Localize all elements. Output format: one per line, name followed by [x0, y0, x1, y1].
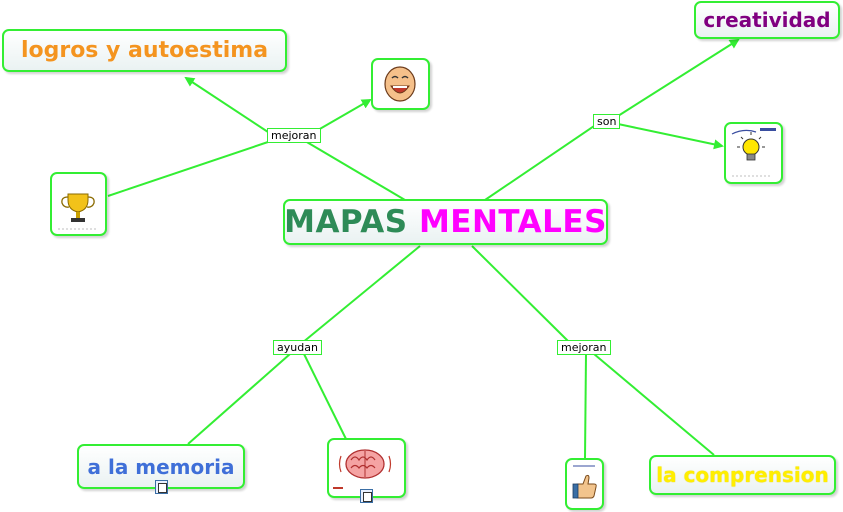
central-topic[interactable]: MAPAS MENTALES [283, 199, 608, 245]
note-icon[interactable] [155, 480, 168, 494]
line-ayudan-to-memoria [187, 353, 291, 445]
image-node-face[interactable] [371, 58, 430, 110]
topic-comprension[interactable]: la comprension [649, 455, 836, 495]
topic-memoria-label: a la memoria [87, 454, 235, 479]
lightbulb-icon [731, 128, 776, 177]
image-node-trophy[interactable] [50, 172, 107, 236]
note-icon[interactable] [360, 489, 373, 503]
image-node-lightbulb[interactable] [724, 122, 783, 184]
line-son-to-creatividad [617, 38, 740, 117]
line-mejoran2-to-comprension [593, 353, 715, 456]
topic-comprension-label: la comprension [656, 463, 829, 487]
topic-creatividad-label: creatividad [703, 8, 831, 32]
link-label-ayudan[interactable]: ayudan [273, 340, 322, 355]
line-ayudan-to-brain [303, 353, 347, 440]
topic-creatividad[interactable]: creatividad [694, 1, 840, 39]
brain-icon [333, 449, 392, 489]
trophy-icon [58, 193, 98, 230]
image-node-thumbs-up[interactable] [565, 458, 604, 510]
line-mejoran2-to-thumb [584, 353, 587, 459]
laughing-face-icon [384, 66, 416, 102]
link-label-mejoran-top[interactable]: mejoran [267, 128, 321, 143]
topic-logros-autoestima[interactable]: logros y autoestima [2, 29, 287, 72]
line-mejoran-to-face [317, 99, 372, 131]
line-center-to-ayudan [301, 245, 421, 344]
topic-logros-label: logros y autoestima [20, 38, 269, 63]
line-center-to-son [484, 121, 601, 201]
thumbs-up-icon [572, 465, 597, 499]
line-mejoran-to-trophy [107, 141, 269, 197]
line-center-to-mejoran [299, 137, 406, 201]
central-topic-part2: MENTALES [418, 204, 607, 240]
link-label-son[interactable]: son [593, 114, 621, 129]
image-node-brain[interactable] [327, 438, 406, 498]
central-topic-part1: MAPAS [284, 204, 408, 240]
line-son-to-bulb [617, 123, 724, 150]
line-mejoran-to-logros [184, 76, 269, 133]
line-center-to-mejoran2 [471, 245, 569, 342]
link-label-mejoran-bottom[interactable]: mejoran [557, 340, 611, 355]
